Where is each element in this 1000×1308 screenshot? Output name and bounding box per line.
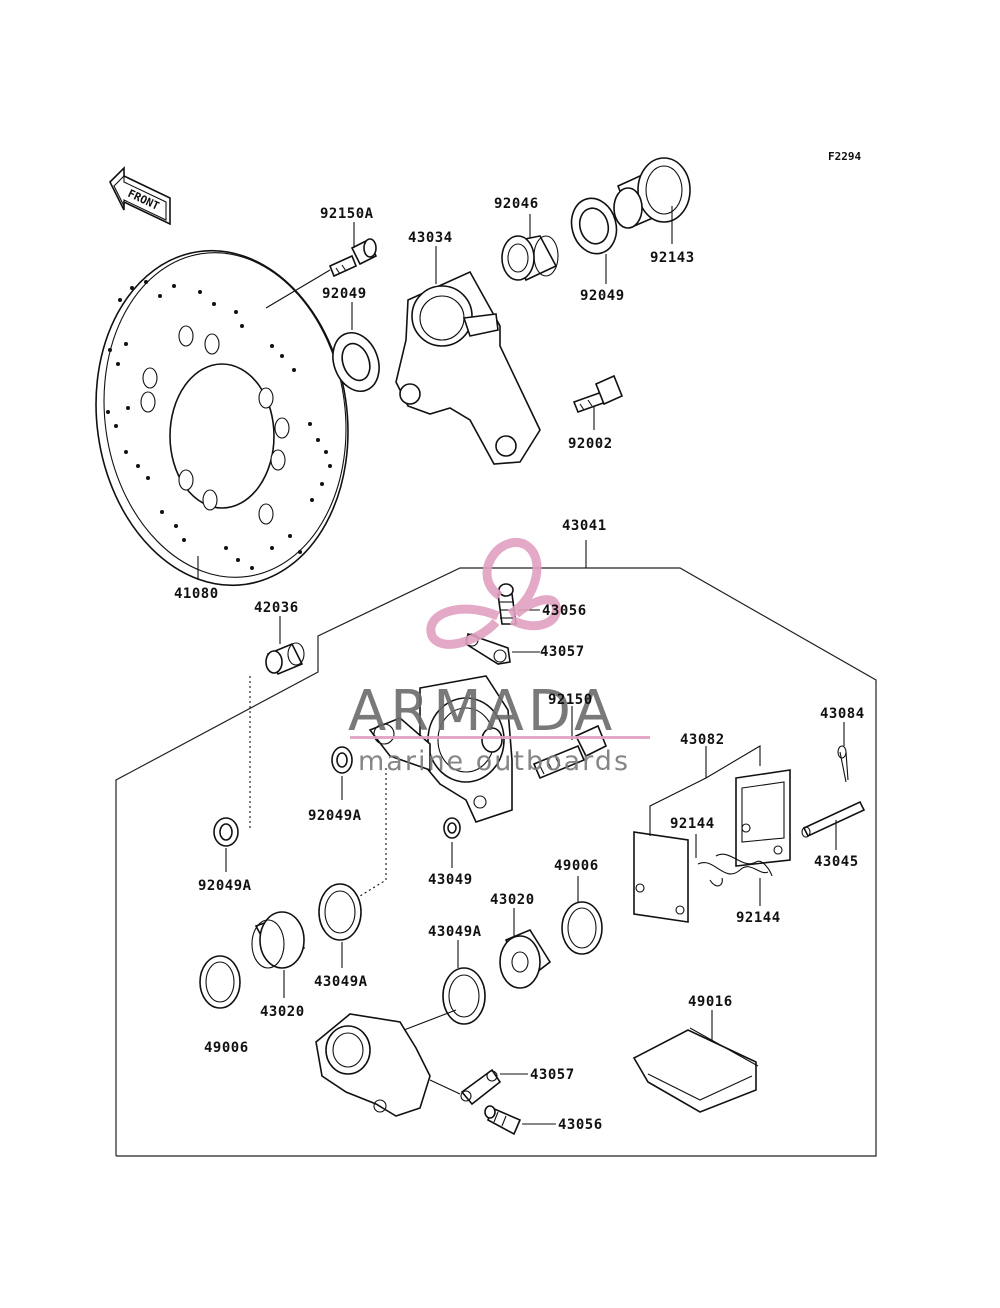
pad-springs [697,853,773,887]
label-43049A-right: 43049A [428,924,482,940]
label-43056-bottom: 43056 [558,1117,603,1133]
label-43020-right: 43020 [490,892,535,908]
label-43045: 43045 [814,854,859,870]
label-92049-right: 92049 [580,288,625,304]
caliper-assembly-outline [115,567,877,1157]
sleeve-42036 [265,642,305,676]
caliper-cover [632,1027,759,1113]
label-43041: 43041 [562,518,607,534]
label-92144-b: 92144 [736,910,781,926]
label-43034: 43034 [408,230,453,246]
label-92046: 92046 [494,196,539,212]
label-92144-a: 92144 [670,816,715,832]
bolt-92002 [572,374,624,414]
figure-id: F2294 [828,150,861,163]
label-92150A: 92150A [320,206,374,222]
pin-43045 [801,800,866,838]
cotter-pin-43084 [837,745,849,783]
label-42036: 42036 [254,600,299,616]
watermark-tagline: marine outboards [358,746,630,777]
piston-43020-left [251,911,306,969]
bolt-92150A [328,238,378,278]
label-41080: 41080 [174,586,219,602]
seal-43049A-right [442,967,486,1025]
label-43057-bottom: 43057 [530,1067,575,1083]
label-49016: 49016 [688,994,733,1010]
washer-92049-right [570,197,618,255]
caliper-body-lower [315,1013,431,1117]
seal-43049A-left [318,883,362,941]
label-92150: 92150 [548,692,593,708]
sleeve-92143 [613,157,691,229]
front-arrow-icon: FRONT [109,166,171,226]
label-92002: 92002 [568,436,613,452]
label-43049: 43049 [428,872,473,888]
seal-49006-right [561,901,603,955]
label-49006-left: 49006 [204,1040,249,1056]
label-92049A-mid: 92049A [308,808,362,824]
label-92049-top: 92049 [322,286,367,302]
propeller-logo-icon [426,538,561,649]
brake-pads [633,769,791,923]
bleeder-valve-bottom [484,1105,522,1136]
label-92049A-low: 92049A [198,878,252,894]
bearing-92046 [501,235,559,282]
washer-92049A-low [213,817,239,847]
label-43020-left: 43020 [260,1004,305,1020]
watermark-underline [350,736,650,739]
label-43049A-left: 43049A [314,974,368,990]
washer-92049A-mid [331,746,353,774]
caliper-body [368,675,513,823]
watermark-brand: ARMADA [348,679,616,744]
label-49006-right: 49006 [554,858,599,874]
bolt-92150 [532,724,608,780]
washer-43049 [443,817,461,839]
bleeder-cap-bottom [460,1068,502,1106]
piston-43020-right [499,929,552,989]
armada-watermark: ARMADA marine outboards [348,538,650,777]
caliper-bracket [395,270,541,465]
washer-92049-top [332,332,380,392]
label-43057-top: 43057 [540,644,585,660]
brake-disc [95,249,349,587]
label-43082: 43082 [680,732,725,748]
label-92143: 92143 [650,250,695,266]
label-43056-top: 43056 [542,603,587,619]
label-43084: 43084 [820,706,865,722]
seal-49006-left [199,955,241,1009]
